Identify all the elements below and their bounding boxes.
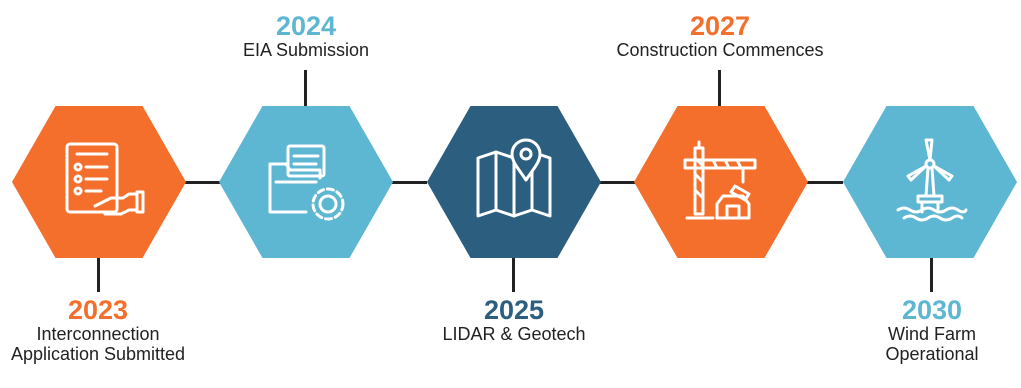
milestone-caption-2030-line1: Wind Farm [887, 324, 976, 344]
stem-2024 [304, 70, 307, 106]
connector-2024-2025 [391, 181, 427, 184]
document-checklist-icon [65, 142, 145, 216]
milestone-caption-2025: LIDAR & Geotech [442, 324, 586, 344]
milestone-label-2024: 2024 EIA Submission [166, 12, 446, 60]
milestone-label-2030: 2030 Wind Farm Operational [792, 296, 1021, 364]
hexagon-2025 [427, 106, 601, 258]
offshore-wind-turbine-icon [896, 138, 968, 222]
hexagon-2024 [219, 106, 393, 258]
hexagon-2030 [843, 106, 1017, 258]
milestone-caption-2030-line2: Operational [885, 344, 979, 364]
milestone-year-2030: 2030 [901, 295, 963, 325]
connector-2025-2027 [599, 181, 637, 184]
stem-2023 [97, 258, 100, 292]
connector-2027-2030 [807, 181, 843, 184]
milestone-label-2025: 2025 LIDAR & Geotech [374, 296, 654, 344]
connector-2023-2024 [185, 181, 221, 184]
milestone-caption-2024: EIA Submission [242, 40, 370, 60]
milestone-year-2023: 2023 [67, 295, 129, 325]
folder-gear-icon [268, 144, 345, 221]
milestone-caption-2027: Construction Commences [616, 40, 824, 60]
crane-icon [683, 140, 757, 220]
stem-2030 [930, 258, 933, 292]
milestone-caption-2023-line2: Application Submitted [10, 344, 186, 364]
milestone-year-2027: 2027 [689, 11, 751, 41]
milestone-label-2023: 2023 Interconnection Application Submitt… [0, 296, 238, 364]
milestone-year-2024: 2024 [275, 11, 337, 41]
stem-2027 [718, 70, 721, 106]
hexagon-2027 [634, 106, 808, 258]
map-pin-icon [476, 138, 552, 218]
hexagon-2023 [12, 106, 186, 258]
milestone-label-2027: 2027 Construction Commences [580, 12, 860, 60]
milestone-caption-2023-line1: Interconnection [36, 324, 160, 344]
stem-2025 [512, 258, 515, 292]
milestone-year-2025: 2025 [483, 295, 545, 325]
